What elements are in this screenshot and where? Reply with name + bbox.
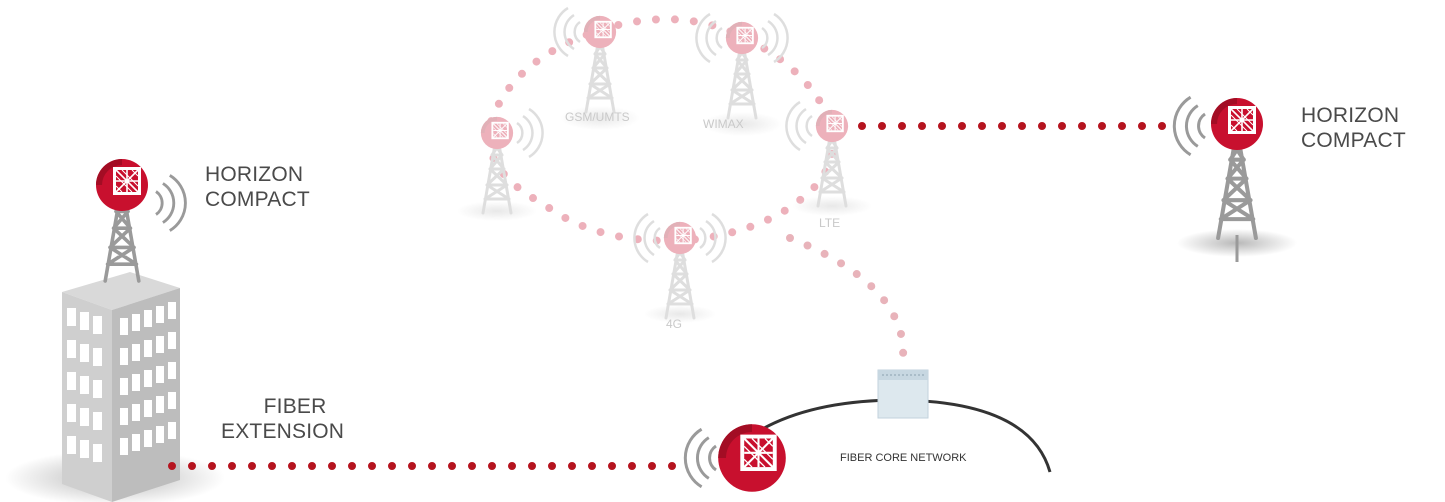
- fiber-line2: EXTENSION: [221, 420, 345, 443]
- horizon-compact-right-label: HORIZON COMPACT: [1301, 103, 1406, 153]
- network-switch-icon: [877, 369, 929, 419]
- horizon-right-line1: HORIZON: [1301, 104, 1400, 127]
- horizon-left-line1: HORIZON: [205, 163, 304, 186]
- lte-label: LTE: [819, 216, 841, 230]
- switch-uplink: [786, 234, 908, 360]
- horizon-right-line2: COMPACT: [1301, 129, 1406, 152]
- fiber-core-network-label: FIBER CORE NETWORK: [840, 452, 967, 464]
- horizon-left-line2: COMPACT: [205, 188, 310, 211]
- horizon-compact-right: [1172, 95, 1297, 262]
- four-g-label: 4G: [666, 317, 683, 331]
- tower-gsm: [553, 6, 640, 130]
- fiber-line1: FIBER: [263, 395, 327, 418]
- tower-wimax: [695, 12, 789, 136]
- tower-left: [457, 107, 544, 221]
- horizon-compact-left: [95, 158, 187, 283]
- gsm-umts-label: GSM/UMTS: [565, 110, 630, 124]
- office-building: [5, 272, 225, 502]
- wimax-label: WIMAX: [703, 117, 744, 131]
- tower-lte: [785, 100, 872, 216]
- fiber-core-radio-unit: [683, 423, 787, 493]
- ring-dotted-link: [484, 15, 838, 245]
- wireless-ring-network: [457, 6, 872, 323]
- tower-4g: [633, 212, 727, 323]
- fiber-extension-label: FIBER EXTENSION: [221, 394, 344, 444]
- horizon-compact-left-label: HORIZON COMPACT: [205, 162, 310, 212]
